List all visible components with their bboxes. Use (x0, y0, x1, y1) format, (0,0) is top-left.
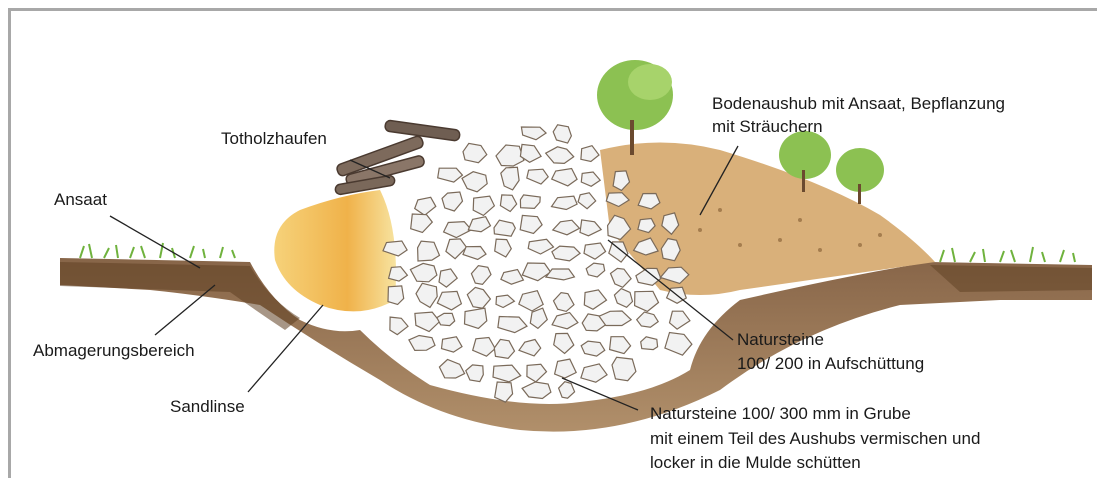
stone-88 (466, 365, 484, 382)
stone-80 (494, 339, 514, 358)
stone-48 (501, 270, 524, 285)
stone-1 (553, 125, 571, 143)
stone-86 (665, 333, 692, 356)
stone-10 (527, 169, 548, 184)
stone-70 (498, 317, 527, 333)
sand-lens (274, 190, 396, 311)
stone-69 (465, 308, 487, 328)
stone-61 (554, 293, 575, 312)
soil-dark-band (60, 262, 300, 330)
stone-27 (520, 215, 542, 233)
stone-59 (496, 295, 514, 307)
stone-12 (581, 172, 600, 186)
stone-23 (411, 214, 433, 233)
stone-20 (578, 193, 596, 209)
stone-57 (437, 291, 461, 310)
stone-7 (438, 168, 463, 182)
stone-64 (635, 291, 659, 311)
stone-55 (388, 286, 404, 305)
stone-63 (614, 289, 632, 308)
stone-87 (439, 360, 464, 379)
label-bodenaushub-line1: Bodenaushub mit Ansaat, Bepflanzung (712, 93, 1005, 114)
label-natursteine-grube-line2: mit einem Teil des Aushubs vermischen un… (650, 428, 980, 449)
stone-75 (637, 312, 659, 327)
label-natursteine-grube-line1: Natursteine 100/ 300 mm in Grube (650, 403, 911, 424)
stone-19 (552, 196, 578, 209)
stone-77 (409, 336, 435, 351)
stone-24 (444, 222, 472, 238)
label-bodenaushub-line2: mit Sträuchern (712, 116, 823, 137)
stone-52 (611, 268, 632, 287)
stone-3 (496, 145, 524, 166)
stone-47 (471, 266, 491, 285)
stone-34 (418, 241, 440, 261)
stone-62 (584, 290, 606, 309)
label-abmagerungsbereich: Abmagerungsbereich (33, 340, 195, 361)
stone-81 (519, 340, 541, 356)
stone-96 (559, 382, 575, 399)
stone-93 (612, 357, 636, 380)
stone-58 (467, 287, 490, 308)
grass-left (80, 243, 235, 258)
stone-67 (415, 312, 440, 331)
stone-56 (416, 283, 437, 307)
stone-28 (553, 220, 580, 235)
stone-76 (670, 311, 690, 329)
stone-6 (581, 146, 599, 162)
stone-84 (610, 337, 631, 354)
stone-92 (581, 364, 607, 382)
stone-29 (580, 220, 601, 236)
stone-79 (473, 338, 496, 357)
stone-25 (468, 217, 490, 232)
stone-38 (528, 239, 553, 254)
label-natursteine-aufschuettung-line2: 100/ 200 in Aufschüttung (737, 353, 924, 374)
stone-16 (473, 196, 494, 215)
grass-right (940, 247, 1075, 262)
label-natursteine-grube-line3: locker in die Mulde schütten (650, 452, 861, 473)
stone-66 (390, 317, 408, 335)
stone-83 (581, 341, 605, 356)
stone-89 (493, 365, 521, 382)
stone-82 (554, 333, 574, 353)
stone-68 (437, 313, 455, 325)
stone-26 (494, 220, 515, 236)
stone-9 (501, 167, 519, 190)
stone-5 (546, 147, 574, 164)
label-totholzhaufen: Totholzhaufen (221, 128, 327, 149)
stone-91 (555, 359, 577, 378)
stone-18 (520, 195, 540, 209)
stone-40 (584, 243, 606, 259)
stone-49 (522, 263, 550, 281)
stone-37 (495, 239, 512, 257)
stone-35 (446, 239, 467, 259)
stone-44 (389, 267, 408, 281)
stone-85 (641, 337, 658, 350)
label-sandlinse: Sandlinse (170, 396, 245, 417)
label-ansaat: Ansaat (54, 189, 107, 210)
stone-0 (521, 127, 546, 140)
stone-78 (442, 337, 463, 352)
stone-90 (527, 364, 547, 382)
stone-15 (442, 192, 463, 211)
stone-60 (519, 291, 543, 311)
stone-51 (586, 263, 605, 277)
stone-72 (552, 313, 578, 329)
stone-14 (415, 197, 436, 215)
stone-94 (495, 382, 513, 402)
stone-45 (410, 263, 437, 281)
stone-74 (599, 311, 631, 326)
deadwood-pile (335, 120, 461, 195)
label-natursteine-aufschuettung-line1: Natursteine (737, 329, 824, 350)
stone-50 (546, 269, 575, 280)
stone-95 (522, 382, 551, 399)
stone-8 (462, 172, 487, 192)
stone-11 (552, 169, 577, 186)
stone-2 (463, 143, 487, 162)
stone-39 (552, 246, 580, 261)
stone-36 (463, 247, 486, 260)
stone-46 (439, 269, 457, 287)
stone-17 (500, 195, 516, 212)
